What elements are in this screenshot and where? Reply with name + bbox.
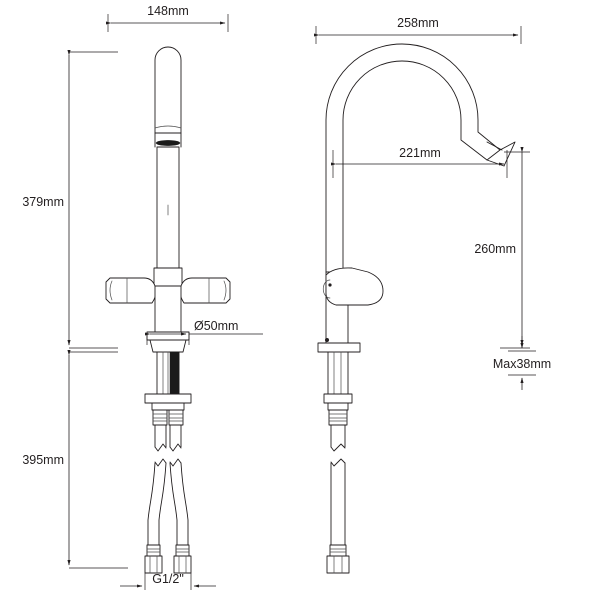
- front-base-cone: [149, 339, 187, 353]
- dimension-221mm: 221mm: [330, 146, 508, 178]
- dimension-258mm: 258mm: [313, 16, 522, 44]
- dimension-379mm: 379mm: [22, 49, 118, 349]
- dim-148-label: 148mm: [147, 4, 189, 18]
- side-hose-upper: [330, 424, 346, 448]
- front-break-left-top: [154, 443, 167, 452]
- side-spout-outlet-rim: [486, 141, 503, 151]
- side-base-flange: [317, 342, 361, 353]
- dimension-395mm: 395mm: [22, 349, 128, 569]
- side-connector-nut: [326, 555, 350, 574]
- side-view-geometry: [317, 43, 516, 574]
- front-hose-collar-left: [152, 409, 168, 426]
- dim-258-label: 258mm: [397, 16, 439, 30]
- front-hose-right-inner: [169, 462, 178, 546]
- front-handle-right-detail: [208, 277, 227, 304]
- dim-260-ext-lines: [500, 151, 530, 349]
- dim-379-ext-lines: [69, 51, 118, 349]
- front-aerator-sides: [154, 132, 182, 148]
- dimension-max-deck-thickness: Max38mm: [493, 336, 551, 390]
- front-shank-shadow: [169, 351, 180, 395]
- front-view-geometry: [105, 46, 231, 574]
- front-handle-right: [179, 277, 231, 304]
- dim-260-label: 260mm: [474, 242, 516, 256]
- side-connector-nut-facets: [333, 555, 343, 574]
- front-handle-hub: [153, 267, 183, 287]
- front-hose-left-outer: [147, 462, 156, 546]
- dim-max38-label: Max38mm: [493, 357, 551, 371]
- front-connector-nut-facets: [149, 555, 187, 574]
- dim-g12-label: G1/2": [152, 572, 184, 586]
- dim-g12-ext-ticks: [144, 573, 192, 590]
- side-flange-dot: [325, 338, 329, 342]
- dim-395-label: 395mm: [22, 453, 64, 467]
- side-hose-collar-ribs: [328, 413, 348, 422]
- side-lever-pin: [328, 283, 332, 287]
- side-gooseneck-inner: [342, 60, 488, 273]
- side-break-top: [330, 443, 346, 452]
- front-connector-nut-left: [144, 555, 163, 574]
- front-hose-collar-ribs: [152, 413, 184, 422]
- front-body: [154, 285, 182, 333]
- front-hose-upper: [154, 424, 182, 448]
- side-lever-handle: [325, 267, 384, 306]
- front-mount-nut: [151, 402, 185, 411]
- dim-395-ext-lines: [69, 351, 128, 569]
- front-endcollar-left: [146, 544, 161, 557]
- side-shank-lines: [333, 351, 342, 395]
- front-spout-tube: [154, 46, 182, 134]
- front-break-right-bottom: [169, 458, 182, 467]
- side-hose-collar: [328, 409, 348, 426]
- dim-221-label: 221mm: [399, 146, 441, 160]
- side-spout-outlet: [486, 141, 516, 167]
- side-shank: [327, 351, 349, 395]
- front-base-flange: [146, 331, 190, 341]
- dimension-thread-size: G1/2": [120, 572, 216, 590]
- side-endcollar: [329, 544, 347, 557]
- front-break-left-bottom: [154, 458, 167, 467]
- front-endcollar-right: [175, 544, 190, 557]
- dim-379-label: 379mm: [22, 195, 64, 209]
- front-mount-plate: [144, 393, 192, 404]
- front-hose-right-outer: [180, 462, 189, 546]
- side-break-bottom: [330, 458, 346, 467]
- front-shank-lines: [162, 351, 169, 395]
- dim-max38-ext-lines: [508, 350, 536, 376]
- dimension-base-diameter: Ø50mm: [144, 319, 263, 345]
- front-hose-collar-right: [168, 409, 184, 426]
- front-break-right-top: [169, 443, 182, 452]
- front-hose-left-inner: [158, 462, 167, 546]
- front-aerator-band: [155, 140, 181, 146]
- front-connector-nut-right: [173, 555, 192, 574]
- side-mount-plate: [323, 393, 353, 404]
- side-gooseneck-outer: [325, 43, 501, 273]
- front-handle-left-detail: [109, 277, 128, 304]
- side-endcollar-ribs: [329, 548, 347, 553]
- side-lever-hinge: [322, 279, 331, 299]
- front-endcollar-ribs: [146, 548, 190, 553]
- dim-d50-label: Ø50mm: [194, 319, 238, 333]
- front-spout-cap-line: [154, 125, 182, 129]
- side-mount-nut: [327, 402, 349, 411]
- front-handle-left: [105, 277, 157, 304]
- dimension-260mm: 260mm: [474, 146, 530, 349]
- dimension-148mm: 148mm: [105, 4, 229, 32]
- side-hose-lower: [330, 462, 346, 546]
